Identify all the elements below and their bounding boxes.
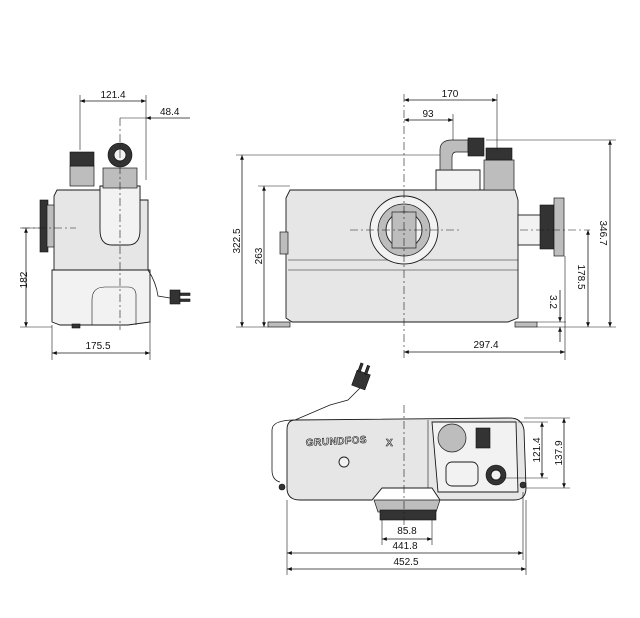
dim-side-height: 182 bbox=[19, 271, 30, 288]
dim-side-base: 175.5 bbox=[85, 341, 110, 352]
dim-front-top-offset: 93 bbox=[422, 109, 434, 120]
side-view: 121.4 48.4 182 175.5 bbox=[19, 90, 191, 360]
dim-front-width: 297.4 bbox=[473, 340, 498, 351]
dim-front-height-inlet: 178.5 bbox=[575, 264, 586, 289]
dim-side-offset: 48.4 bbox=[160, 107, 180, 118]
brand-logo: GRUNDFOS bbox=[306, 435, 368, 449]
top-view: GRUNDFOS X 121.4 137.9 85.8 441.8 452.5 bbox=[271, 362, 570, 575]
front-view: 170 93 322.5 263 346.7 178.5 3.2 297.4 bbox=[232, 89, 616, 360]
dim-top-outlet-width: 85.8 bbox=[397, 526, 417, 537]
dim-front-height-outlet: 322.5 bbox=[232, 228, 243, 253]
dim-side-top-width: 121.4 bbox=[100, 90, 125, 101]
dim-top-width-inner: 441.8 bbox=[392, 541, 417, 552]
dim-top-width-total: 452.5 bbox=[393, 557, 418, 568]
dim-top-depth-outer: 137.9 bbox=[554, 440, 565, 465]
dim-front-height-total: 346.7 bbox=[597, 220, 608, 245]
dim-top-depth-inner: 121.4 bbox=[532, 437, 543, 462]
dim-front-height-body: 263 bbox=[254, 247, 265, 264]
brand-logo-mark: X bbox=[386, 438, 393, 449]
dim-front-base-gap: 3.2 bbox=[547, 295, 558, 309]
dim-front-top-width: 170 bbox=[442, 89, 459, 100]
